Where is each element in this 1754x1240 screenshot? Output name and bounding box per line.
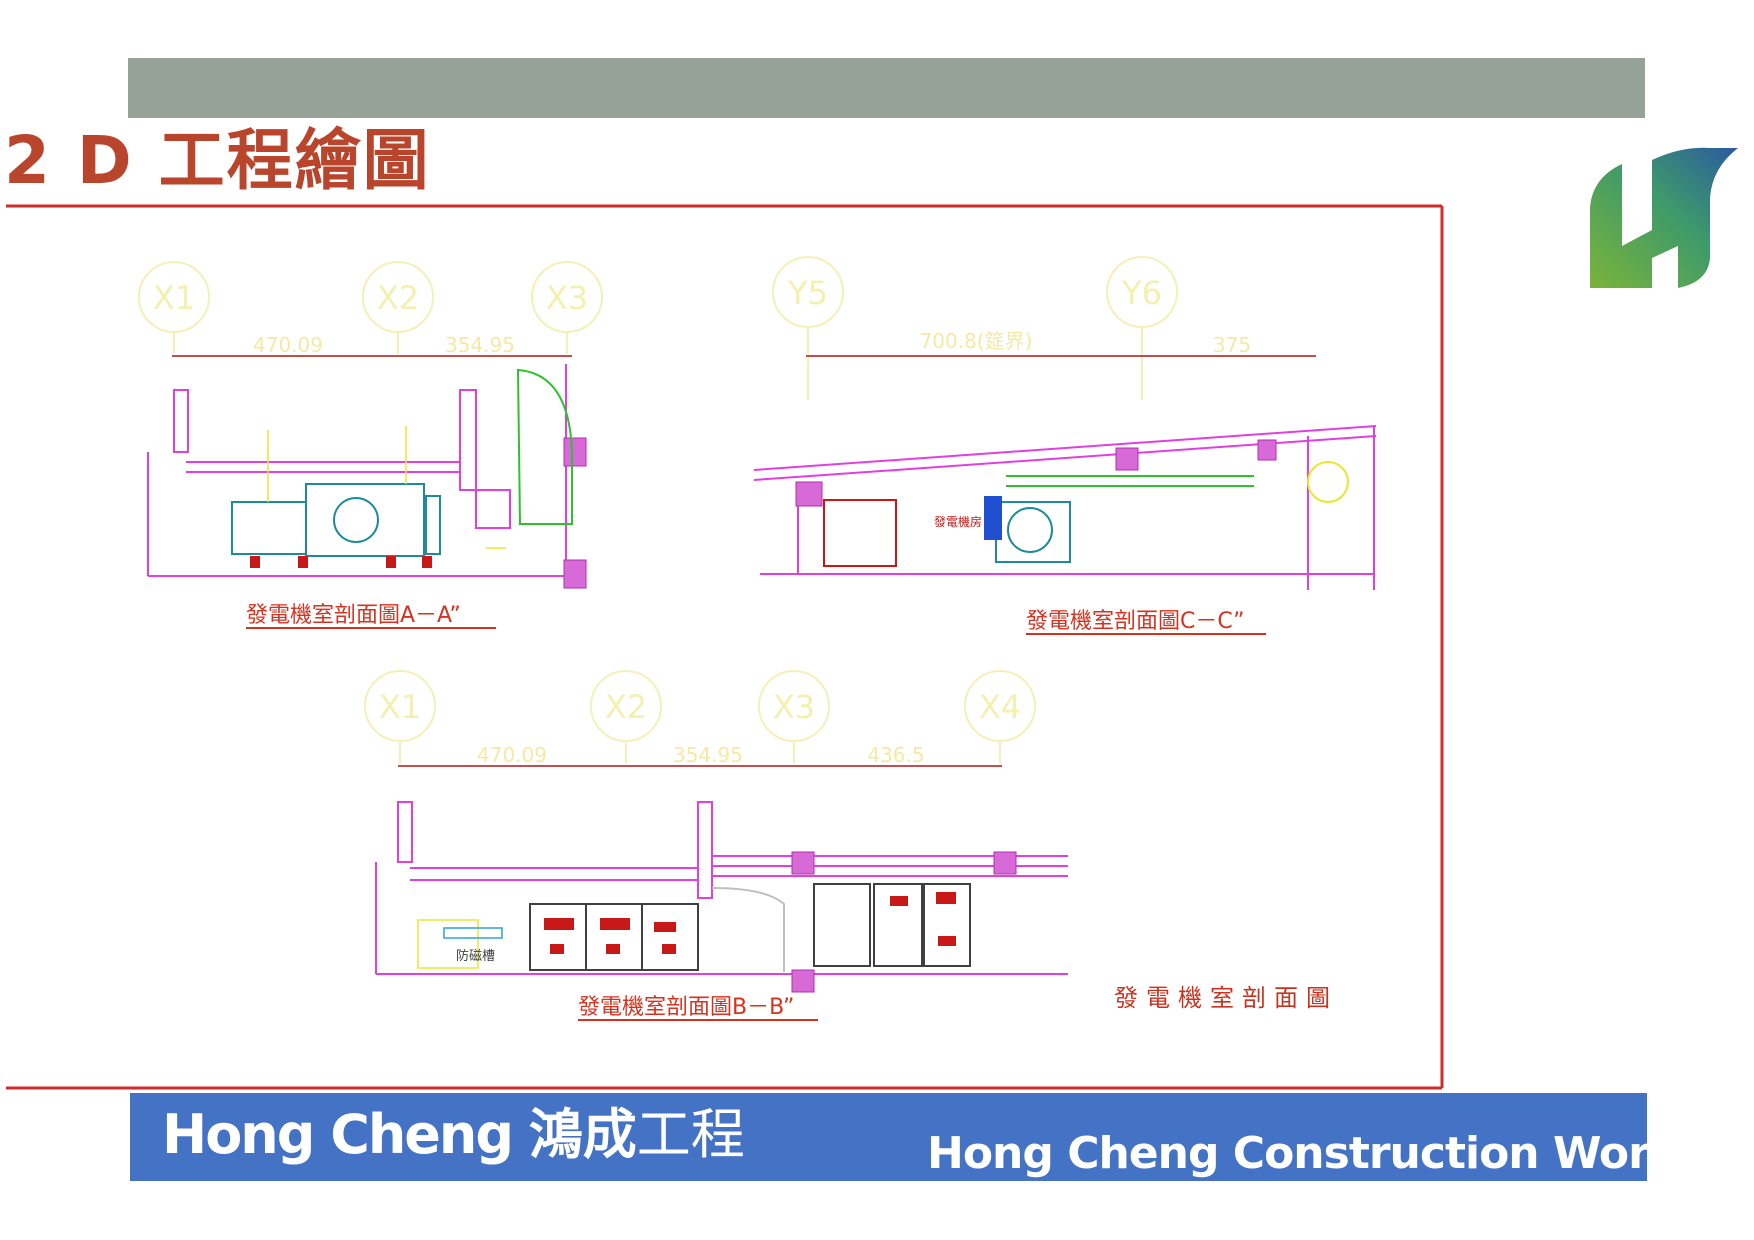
exhaust-duct [516,368,573,525]
grid-bubble-bb-x2 [590,670,662,764]
equipment-label: 防磁槽 [456,948,495,964]
switchgear-right-indicators [890,892,956,946]
grid-label-x2: X2 [377,279,419,317]
sheet-title: 發電機室剖面圖 [1114,984,1338,1012]
cad-drawing-sheet: X1 X2 X3 470.09 354.95 [6,204,1450,1092]
tank-inner [443,927,503,939]
dim-label-470: 470.09 [253,333,323,357]
caption-section-cc: 發電機室剖面圖C－C” [1026,609,1245,634]
slide-title: 2 D 工程繪圖 [4,122,431,199]
radiator [475,489,511,529]
footer-tagline: Hong Cheng Construction Work [927,1128,1678,1179]
footer-brand: Hong Cheng 鴻成工程 [162,1103,745,1167]
silencer [1307,461,1349,503]
dim-label-354-bb: 354.95 [673,743,743,767]
beam-hatch [1115,447,1139,471]
aa-structure [147,364,572,588]
section-cc: Y5 Y6 700.8(筵界) 375 [753,256,1377,635]
vibration-isolators [250,556,432,568]
dim-label-436: 436.5 [867,743,924,767]
grid-bubble-x2 [362,261,434,354]
grid-label-x1: X1 [153,279,195,317]
switchgear-left [529,903,699,971]
switchgear-right [813,883,971,967]
beam-hatch [791,969,815,993]
cable-bend [711,887,785,972]
control-panel [823,499,897,567]
grid-bubble-x1 [138,261,210,354]
grid-bubble-y6 [1106,256,1178,400]
grid-bubble-x3 [531,261,603,354]
beam-hatch [795,481,823,507]
header-bar [128,58,1645,118]
grid-bubble-bb-x3 [758,670,830,764]
tank [417,919,479,969]
grid-label-bb-x1: X1 [379,688,421,726]
dim-label-700: 700.8(筵界) [920,329,1033,353]
footer-brand-latin: Hong Cheng [162,1103,514,1166]
footer-brand-cjk-bold: 鴻成 [528,1103,637,1166]
footer-brand-cjk-light: 工程 [636,1103,745,1166]
room-label: 發電機房 [934,514,982,529]
beam-hatch [993,851,1017,875]
grid-label-bb-x2: X2 [605,688,647,726]
caption-section-aa: 發電機室剖面圖A－A” [246,603,461,628]
footer-bar: Hong Cheng 鴻成工程 Hong Cheng Construction … [130,1093,1678,1181]
section-bb: X1 X2 X3 X4 470.09 354.95 436.5 [364,670,1068,1021]
dim-label-375: 375 [1213,333,1251,357]
generator-set [231,483,441,557]
beam-hatch [791,851,815,875]
leader-lines [267,426,506,549]
beam-hatch [1257,439,1277,461]
grid-label-bb-x4: X4 [979,688,1021,726]
column-hatch [563,437,587,467]
dim-label-470-bb: 470.09 [477,743,547,767]
grid-label-bb-x3: X3 [773,688,815,726]
switchgear-indicators [544,918,676,954]
grid-bubble-y5 [772,256,844,400]
grid-label-y5: Y5 [787,274,828,312]
caption-section-bb: 發電機室剖面圖B－B” [578,995,794,1020]
grid-bubble-bb-x1 [364,670,436,764]
generator-set-cc [995,501,1071,563]
grid-label-x3: X3 [546,279,588,317]
dim-label-354: 354.95 [445,333,515,357]
column-hatch [563,559,587,589]
grid-label-y6: Y6 [1121,274,1162,312]
section-aa: X1 X2 X3 470.09 354.95 [138,261,603,629]
bb-structure [375,801,1068,975]
engine-block [984,496,1002,540]
exhaust-pipe [1006,475,1254,487]
hong-cheng-logo-icon [1590,147,1738,288]
grid-bubble-bb-x4 [964,670,1036,764]
